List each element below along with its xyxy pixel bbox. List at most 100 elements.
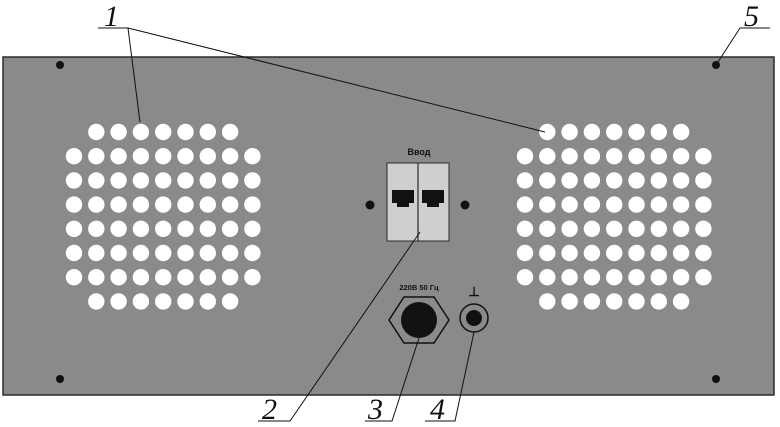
vent-hole bbox=[583, 269, 601, 286]
vent-hole bbox=[110, 196, 127, 213]
vent-hole bbox=[177, 269, 194, 286]
vent-hole bbox=[606, 148, 623, 165]
vent-hole bbox=[177, 123, 194, 141]
vent-hole bbox=[561, 269, 578, 286]
vent-hole bbox=[155, 123, 172, 141]
ground-symbol: ⊥ bbox=[468, 284, 479, 299]
vent-hole bbox=[244, 196, 261, 213]
vent-hole bbox=[155, 293, 172, 310]
vent-hole bbox=[132, 123, 150, 141]
vent-hole bbox=[132, 196, 150, 213]
vent-hole bbox=[155, 220, 172, 237]
vent-hole bbox=[88, 244, 105, 262]
vent-hole bbox=[606, 269, 623, 286]
vent-hole bbox=[672, 196, 690, 213]
connector-socket bbox=[401, 302, 437, 338]
vent-hole bbox=[132, 293, 150, 310]
vent-hole bbox=[177, 148, 194, 165]
vent-hole bbox=[606, 293, 623, 310]
vent-hole bbox=[65, 172, 83, 189]
vent-hole bbox=[199, 269, 216, 286]
vent-hole bbox=[65, 196, 83, 213]
leader-line-5 bbox=[717, 27, 770, 63]
mounting-screws bbox=[56, 61, 720, 383]
screw-icon bbox=[712, 61, 720, 69]
callout-5: 5 bbox=[744, 0, 759, 33]
vent-hole bbox=[177, 172, 194, 189]
vent-hole bbox=[244, 148, 261, 165]
vent-hole bbox=[244, 269, 261, 286]
vent-hole bbox=[561, 172, 578, 189]
vent-hole bbox=[606, 220, 623, 237]
vent-hole bbox=[110, 220, 127, 237]
vent-hole bbox=[199, 196, 216, 213]
vent-hole bbox=[65, 269, 83, 286]
vent-grille-left bbox=[65, 123, 261, 310]
vent-hole bbox=[221, 269, 239, 286]
vent-hole bbox=[516, 269, 534, 286]
leader-line-3 bbox=[365, 337, 420, 422]
vent-hole bbox=[606, 172, 623, 189]
vent-hole bbox=[650, 244, 667, 262]
breaker-toggle-right bbox=[422, 190, 444, 207]
callout-2: 2 bbox=[262, 393, 277, 426]
vent-hole bbox=[628, 123, 645, 141]
vent-hole bbox=[583, 172, 601, 189]
vent-hole bbox=[155, 196, 172, 213]
vent-hole bbox=[628, 269, 645, 286]
vent-hole bbox=[155, 244, 172, 262]
vent-hole bbox=[628, 244, 645, 262]
vent-hole bbox=[628, 220, 645, 237]
screw-icon bbox=[56, 375, 64, 383]
vent-hole bbox=[155, 148, 172, 165]
vent-hole bbox=[539, 172, 556, 189]
vent-hole bbox=[583, 196, 601, 213]
vent-hole bbox=[672, 293, 690, 310]
vent-hole bbox=[155, 269, 172, 286]
vent-hole bbox=[221, 123, 239, 141]
vent-grille-right bbox=[516, 123, 712, 310]
vent-hole bbox=[650, 123, 667, 141]
vent-hole bbox=[177, 293, 194, 310]
vent-hole bbox=[132, 148, 150, 165]
vent-hole bbox=[516, 172, 534, 189]
vent-hole bbox=[199, 123, 216, 141]
vent-hole bbox=[221, 148, 239, 165]
vent-hole bbox=[561, 244, 578, 262]
vent-hole bbox=[628, 172, 645, 189]
vent-hole bbox=[695, 172, 712, 189]
vent-hole bbox=[221, 196, 239, 213]
callout-4: 4 bbox=[430, 393, 445, 426]
ground-terminal-icon bbox=[459, 303, 489, 333]
vent-hole bbox=[539, 269, 556, 286]
vent-hole bbox=[672, 123, 690, 141]
vent-hole bbox=[516, 220, 534, 237]
vent-hole bbox=[606, 244, 623, 262]
vent-hole bbox=[244, 244, 261, 262]
vent-hole bbox=[695, 148, 712, 165]
vent-hole bbox=[88, 196, 105, 213]
vent-hole bbox=[132, 172, 150, 189]
vent-hole bbox=[110, 172, 127, 189]
vent-hole bbox=[110, 293, 127, 310]
vent-hole bbox=[132, 220, 150, 237]
vent-hole bbox=[221, 244, 239, 262]
vent-hole bbox=[672, 244, 690, 262]
breaker-toggle-left bbox=[392, 190, 414, 207]
vent-hole bbox=[695, 196, 712, 213]
vent-hole bbox=[650, 148, 667, 165]
vent-hole bbox=[583, 148, 601, 165]
vent-hole bbox=[88, 293, 105, 310]
vent-hole bbox=[583, 123, 601, 141]
vent-hole bbox=[132, 269, 150, 286]
vent-hole bbox=[177, 196, 194, 213]
double-pole-breaker-icon bbox=[386, 162, 450, 242]
vent-hole bbox=[695, 269, 712, 286]
ground-terminal-inner bbox=[466, 310, 482, 326]
vent-hole bbox=[65, 148, 83, 165]
vent-hole bbox=[65, 244, 83, 262]
vent-hole bbox=[221, 220, 239, 237]
vent-hole bbox=[65, 220, 83, 237]
vent-hole bbox=[539, 148, 556, 165]
vent-hole bbox=[88, 269, 105, 286]
